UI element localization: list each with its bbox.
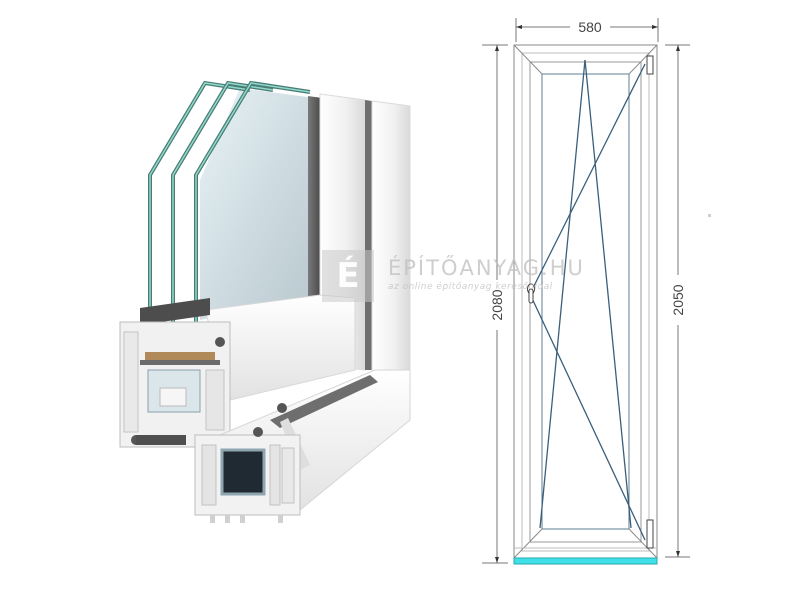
window-frame: [513, 44, 658, 559]
opening-direction-lines: [529, 59, 646, 541]
frame-cross-section: [194, 403, 301, 523]
window-sill: [513, 557, 658, 565]
handle-icon: [527, 283, 535, 304]
glass-surface: [200, 88, 315, 320]
window-technical-drawing: 580 2080 2050: [482, 18, 690, 565]
hinge-bottom: [646, 519, 654, 549]
outer-height-dimension: [482, 44, 508, 564]
window-profile-cross-section: [119, 80, 411, 523]
frame-vertical: [371, 100, 411, 402]
outer-height-label: 2080: [489, 289, 505, 320]
triple-glazing: [148, 80, 311, 352]
inner-height-label: 2050: [670, 284, 686, 315]
width-label: 580: [578, 19, 602, 35]
sash-cross-section: [119, 321, 231, 448]
hinge-top: [646, 55, 654, 75]
inner-height-dimension: [665, 44, 690, 558]
stray-mark: [708, 214, 711, 217]
width-dimension: [515, 18, 659, 42]
